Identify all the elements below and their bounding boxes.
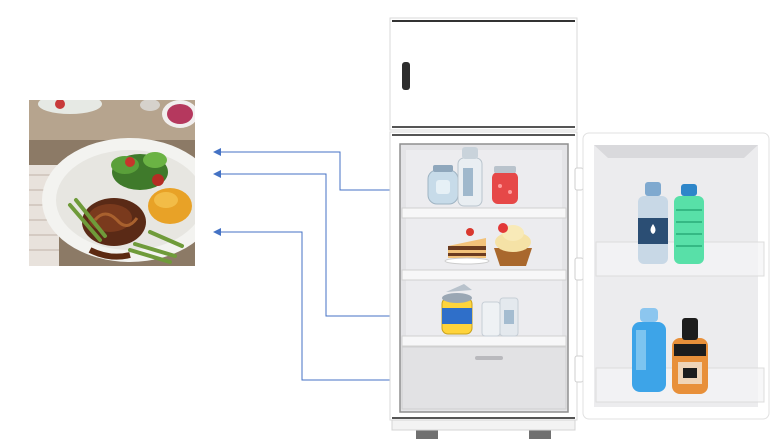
blue-water-bottle (632, 308, 666, 392)
shelf-2 (401, 269, 567, 281)
freezer-compartment (389, 17, 578, 131)
salad-greens (111, 152, 168, 190)
jam-jar (492, 166, 518, 204)
fridge-foot-left (416, 430, 438, 439)
meal-photo (29, 100, 195, 266)
drawer-handle (475, 356, 503, 360)
fridge-compartment (389, 131, 584, 439)
water-bottle (638, 182, 668, 264)
cupcake (494, 223, 532, 266)
fridge-foot-right (529, 430, 551, 439)
refrigerator (389, 17, 584, 439)
glass-jar (427, 165, 459, 205)
milk-cartons (481, 297, 519, 337)
shelf-1 (401, 207, 567, 219)
asparagus (68, 198, 184, 264)
milk-bottle (457, 147, 483, 207)
tin-can (441, 284, 473, 335)
arrow-canned-food (213, 170, 438, 317)
arrow-top-shelf (213, 148, 422, 191)
freezer-handle (402, 62, 410, 90)
shelf-3 (401, 335, 567, 347)
whiskey-bottle (672, 318, 708, 394)
fridge-door (582, 132, 770, 420)
green-soda-bottle (674, 184, 704, 264)
layer-cake-slice (444, 228, 490, 265)
